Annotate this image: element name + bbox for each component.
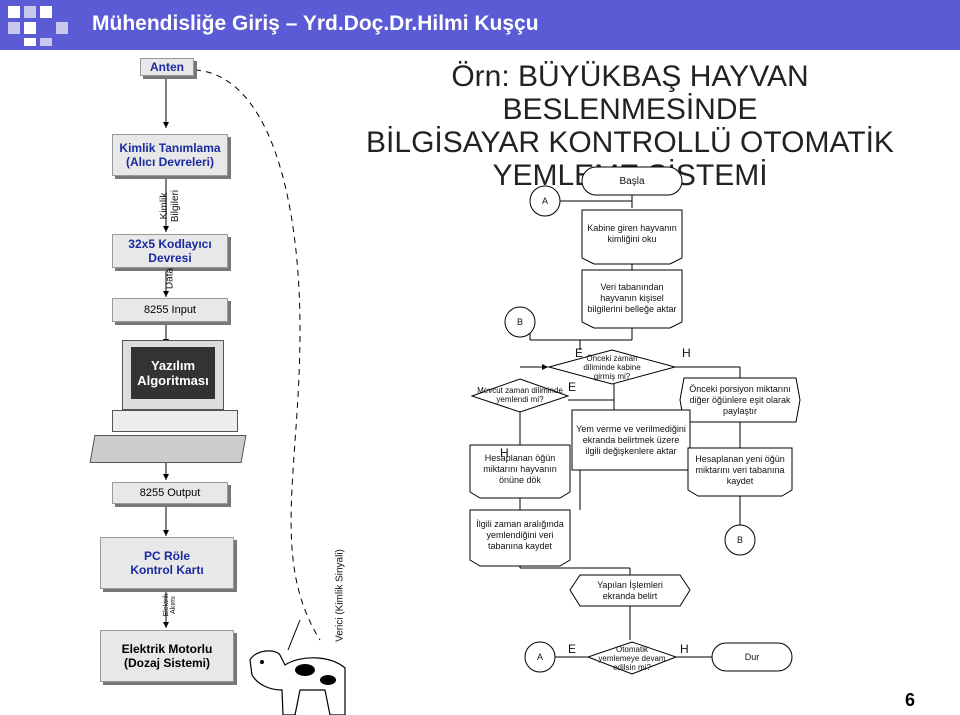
decor-square <box>24 22 36 34</box>
decor-square <box>8 22 20 34</box>
flow-connector-b: B <box>516 316 523 327</box>
id-unit-box: Kimlik Tanımlama (Alıcı Devreleri) <box>112 134 228 176</box>
software-line1: Yazılım <box>150 358 196 373</box>
slide-title-line1: Örn: BÜYÜKBAŞ HAYVAN BESLENMESİNDE <box>451 60 809 126</box>
monitor-screen: Yazılım Algoritması <box>131 347 215 399</box>
flow-load-info: Veri tabanından hayvanın kişisel bilgile… <box>587 281 677 314</box>
flow-yes-label: E <box>568 380 577 394</box>
flow-share-prev: Önceki porsiyon miktarını diğer öğünlere… <box>689 383 791 416</box>
flow-show-ops: Yapılan İşlemleri ekranda belirt <box>597 580 663 601</box>
antenna-box: Anten <box>140 58 194 76</box>
decor-square <box>24 38 36 46</box>
encoder-box: 32x5 Kodlayıcı Devresi <box>112 234 228 268</box>
decor-square <box>24 6 36 18</box>
flow-connector-a2: A <box>536 651 543 662</box>
flow-connector-b2: B <box>736 534 743 545</box>
encoder-line1: 32x5 Kodlayıcı <box>128 237 212 251</box>
flow-yes-label: E <box>575 346 584 360</box>
motor-line1: Elektrik Motorlu <box>121 642 213 656</box>
output-port-box: 8255 Output <box>112 482 228 504</box>
relay-line2: Kontrol Kartı <box>130 563 204 577</box>
decor-square <box>40 6 52 18</box>
flow-no-label: H <box>500 446 509 460</box>
flow-no-feed-msg: Yem verme ve verilmediğini ekranda belir… <box>576 423 686 456</box>
flow-q-auto: Otomatik yemlemeye devam edilsin mi? <box>598 644 666 672</box>
flow-save-new: Hesaplanan yeni öğün miktarını veri taba… <box>695 453 785 486</box>
decor-square <box>8 6 20 18</box>
id-unit-line1: Kimlik Tanımlama <box>119 141 221 155</box>
motor-box: Elektrik Motorlu (Dozaj Sistemi) <box>100 630 234 682</box>
flow-connector-a: A <box>541 195 548 206</box>
flow-start: Başla <box>619 175 645 187</box>
motor-line2: (Dozaj Sistemi) <box>123 656 210 670</box>
flow-q-fed: Mevcut zaman diliminde yemlendi mi? <box>477 386 563 404</box>
flow-yes-label: E <box>568 642 577 656</box>
input-port-label: 8255 Input <box>144 304 196 316</box>
input-port-box: 8255 Input <box>112 298 228 322</box>
flow-no-label: H <box>680 642 689 656</box>
flow-save-interval: İlgili zaman aralığında yemlendiğini ver… <box>476 518 564 551</box>
output-port-label: 8255 Output <box>139 487 201 499</box>
slide-title-line2: BİLGİSAYAR KONTROLLÜ OTOMATİK <box>366 126 894 159</box>
flow-dispense: Hesaplanan öğün miktarını hayvanın önüne… <box>483 452 557 485</box>
antenna-label: Anten <box>150 60 184 74</box>
flow-read-id: Kabine giren hayvanın kimliğini oku <box>587 223 677 244</box>
id-unit-line2: (Alıcı Devreleri) <box>125 155 215 169</box>
software-line2: Algoritması <box>137 373 209 388</box>
relay-line1: PC Röle <box>143 549 190 563</box>
pc-case <box>112 410 238 432</box>
flow-no-label: H <box>682 346 691 360</box>
header-title: Mühendisliğe Giriş – Yrd.Doç.Dr.Hilmi Ku… <box>92 12 539 35</box>
header-bar <box>0 0 960 50</box>
page-number: 6 <box>905 690 916 710</box>
flow-q-period: Önceki zaman diliminde kabine girmiş mi? <box>583 353 641 381</box>
encoder-line2: Devresi <box>148 251 192 265</box>
flow-stop: Dur <box>744 651 760 662</box>
monitor: Yazılım Algoritması <box>122 340 224 410</box>
computer-illustration: Yazılım Algoritması <box>89 340 247 463</box>
relay-card-box: PC Röle Kontrol Kartı <box>100 537 234 589</box>
decor-square <box>40 38 52 46</box>
decor-square <box>56 22 68 34</box>
